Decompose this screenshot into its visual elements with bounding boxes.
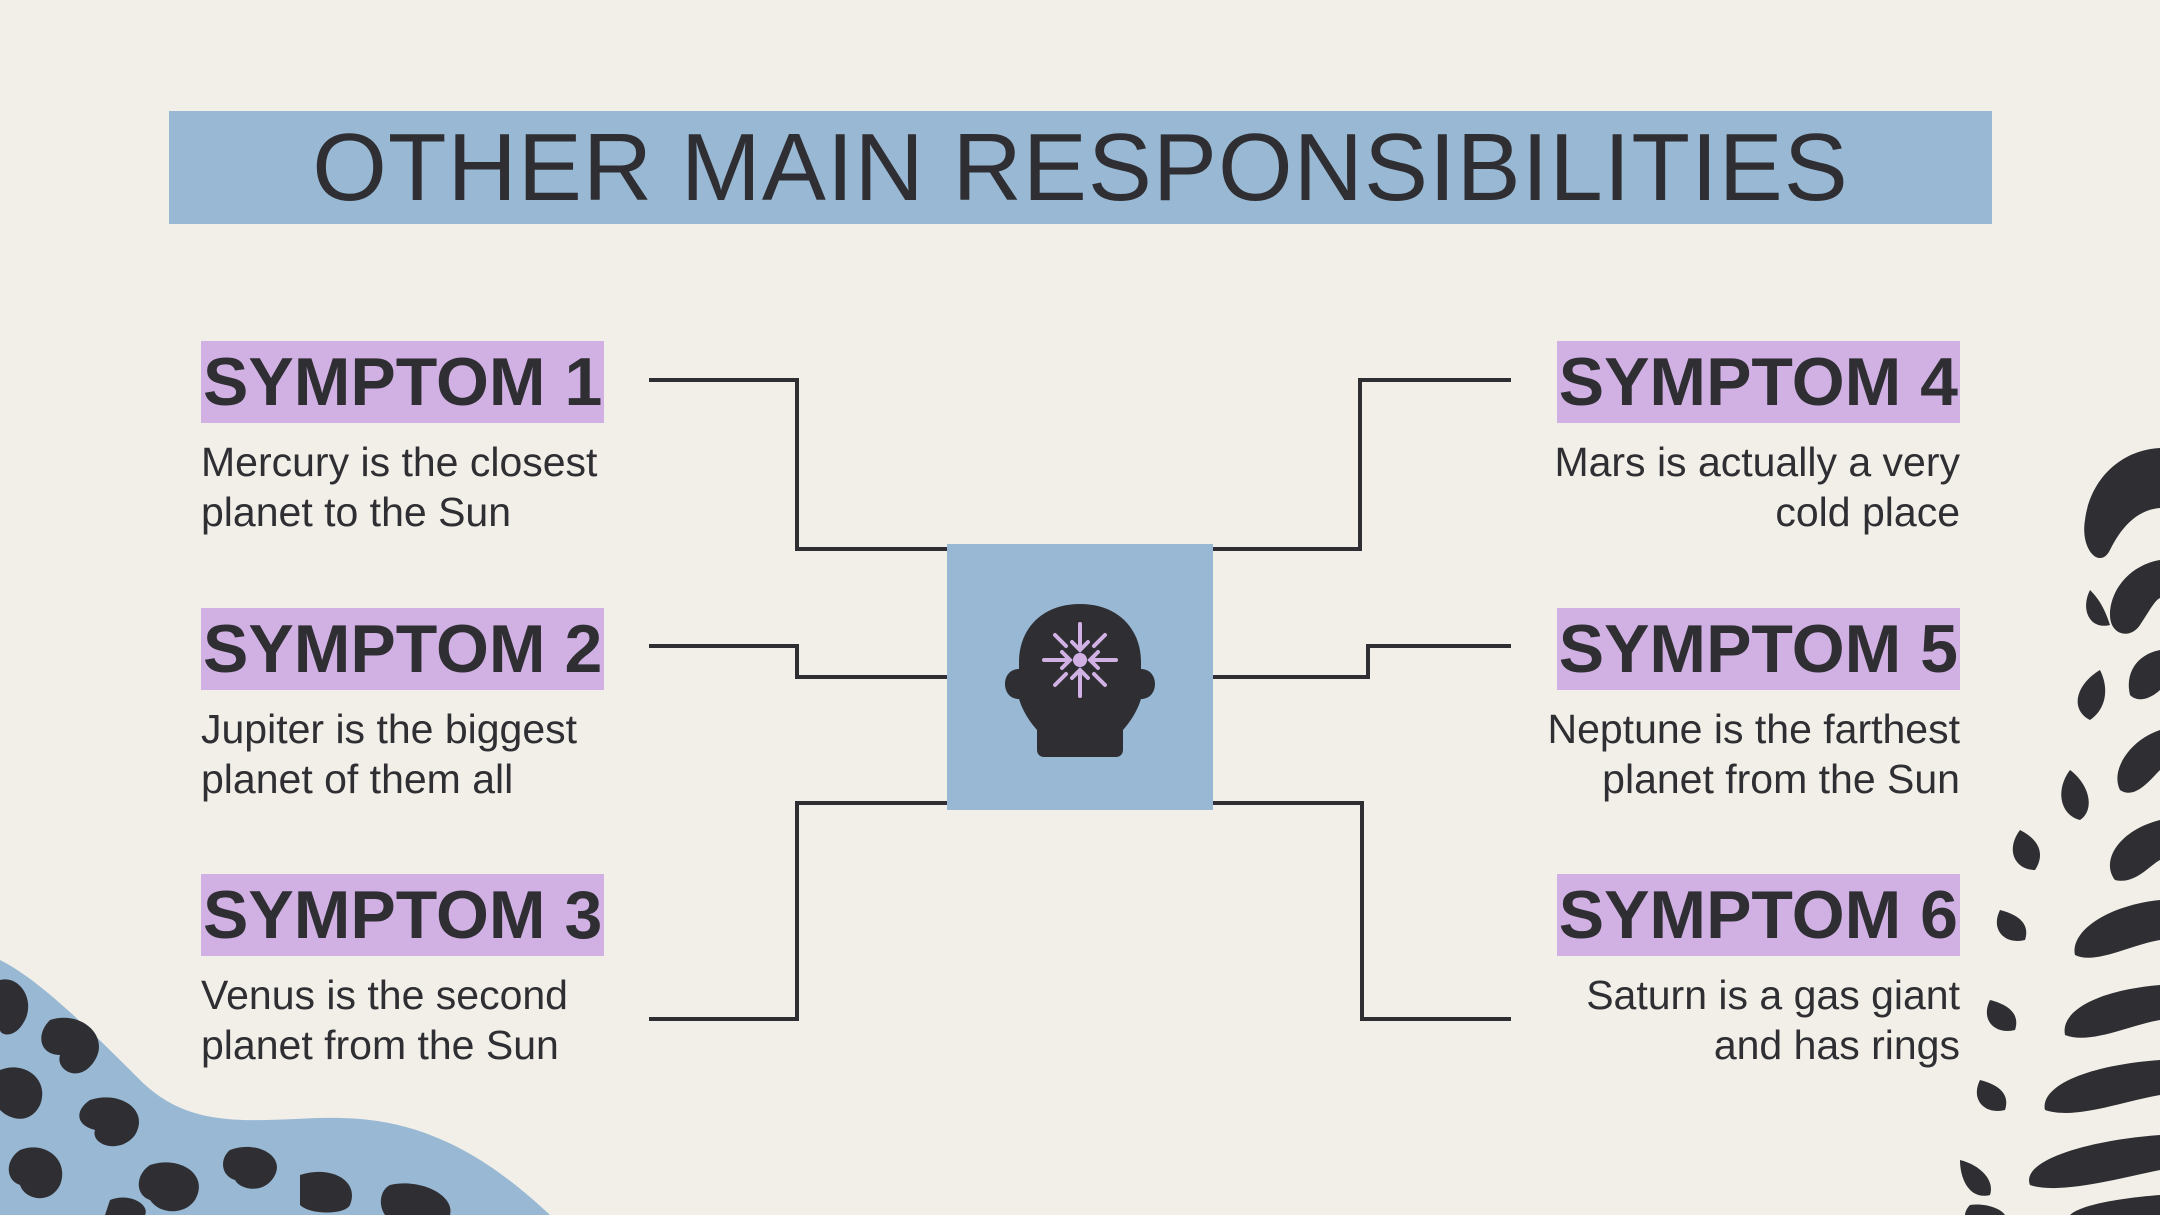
symptom-5-title: SYMPTOM 5 [1556,608,1960,690]
symptom-2-desc: Jupiter is the biggest planet of them al… [201,706,578,802]
symptom-6-title: SYMPTOM 6 [1556,874,1960,956]
connector-symptom-5 [1213,644,1511,679]
symptom-1: SYMPTOM 1 Mercury is the closest planet … [201,341,671,537]
page-title: OTHER MAIN RESPONSIBILITIES [312,113,1849,221]
decorative-blob-bottom-left [0,960,550,1215]
connector-symptom-3 [649,801,947,1021]
symptom-4: SYMPTOM 4 Mars is actually a very cold p… [1490,341,1960,537]
head-focus-icon [1005,604,1155,757]
symptom-1-title: SYMPTOM 1 [201,341,605,423]
symptom-4-desc: Mars is actually a very cold place [1554,439,1960,535]
connector-symptom-4 [1213,378,1511,551]
symptom-5-desc: Neptune is the farthest planet from the … [1547,706,1960,802]
symptom-6-desc: Saturn is a gas giant and has rings [1586,972,1960,1068]
title-bar: OTHER MAIN RESPONSIBILITIES [169,111,1992,224]
symptom-4-title: SYMPTOM 4 [1556,341,1960,423]
connector-symptom-6 [1213,801,1511,1021]
symptom-5: SYMPTOM 5 Neptune is the farthest planet… [1490,608,1960,804]
decorative-stripes-right [1960,448,2160,1215]
connector-symptom-2 [649,644,947,679]
symptom-6: SYMPTOM 6 Saturn is a gas giant and has … [1490,874,1960,1070]
symptom-2-title: SYMPTOM 2 [201,608,605,690]
symptom-2: SYMPTOM 2 Jupiter is the biggest planet … [201,608,671,804]
center-icon-box [947,544,1213,810]
symptom-3-desc: Venus is the second planet from the Sun [201,972,568,1068]
symptom-1-desc: Mercury is the closest planet to the Sun [201,439,598,535]
connector-symptom-1 [649,378,947,551]
symptom-3-title: SYMPTOM 3 [201,874,605,956]
symptom-3: SYMPTOM 3 Venus is the second planet fro… [201,874,671,1070]
